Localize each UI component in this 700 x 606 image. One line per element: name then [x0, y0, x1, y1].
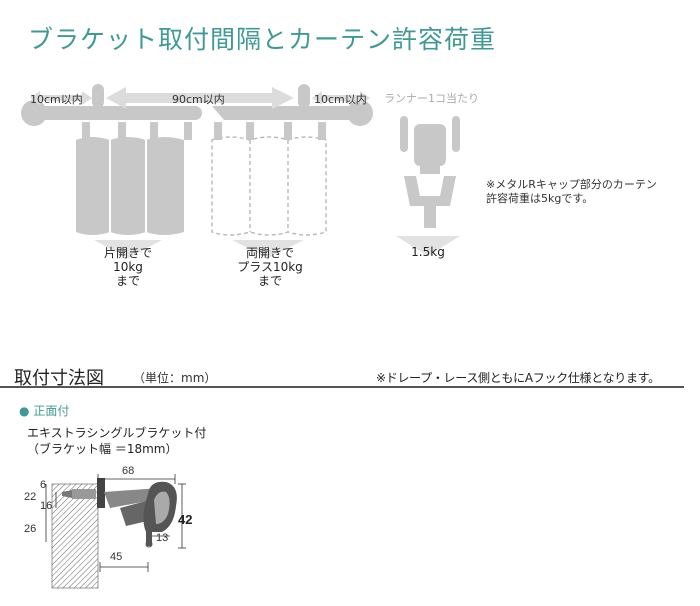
section-divider	[0, 386, 684, 388]
bracket-name: エキストラシングルブラケット付 （ブラケット幅 ＝18mm）	[27, 426, 207, 456]
load-arrow-two-side	[232, 240, 304, 258]
dim-16: 16	[40, 500, 52, 512]
gap-arrow-right	[312, 91, 370, 105]
bracket-post-right	[298, 84, 310, 108]
mount-type: ● 正面付	[19, 404, 70, 418]
runner-label: ランナー1コ当たり	[384, 92, 479, 105]
page-title: ブラケット取付間隔とカーテン許容荷重	[28, 25, 497, 54]
two-side-caption: 両開きで プラス10kg まで	[237, 246, 303, 288]
rail-left-end-cap	[21, 100, 47, 126]
end-gap-right-label: 10cm以内	[314, 93, 367, 106]
middle-gap-label: 90cm以内	[172, 93, 225, 106]
dim-22: 22	[24, 491, 36, 503]
cap-note: ※メタルRキャップ部分のカーテン 許容荷重は5kgです。	[486, 178, 657, 205]
rail-left	[30, 106, 202, 120]
dim-45: 45	[110, 551, 122, 563]
hook-note: ※ドレープ・レース側ともにAフック仕様となります。	[376, 371, 660, 385]
load-arrow-one-side	[94, 240, 162, 258]
hook	[146, 532, 152, 546]
rail-right	[212, 106, 360, 120]
end-gap-left-label: 10cm以内	[30, 93, 83, 106]
runner-load-label: 1.5kg	[411, 245, 445, 259]
bracket-base	[97, 478, 105, 508]
one-side-caption: 片開きで 10kg まで	[103, 246, 152, 288]
dim-6: 6	[40, 479, 46, 491]
unit-label: （単位：mm）	[133, 371, 217, 385]
dim-13: 13	[156, 532, 168, 544]
screw	[62, 490, 72, 498]
load-arrow-runner	[396, 236, 460, 256]
curtain-one-side	[76, 122, 192, 235]
wall	[51, 483, 99, 589]
rail-right-end-cap	[347, 100, 373, 126]
dim-68: 68	[122, 465, 134, 477]
rail-diagram	[21, 84, 460, 258]
dim-42: 42	[178, 512, 192, 527]
dim-26: 26	[24, 523, 36, 535]
section-title: 取付寸法図	[14, 368, 104, 389]
gap-arrow-left	[30, 91, 92, 105]
runner-illustration	[400, 116, 460, 228]
gap-arrow-middle	[106, 87, 294, 109]
bullet-icon: ●	[19, 404, 30, 418]
bracket-post-left	[92, 84, 104, 108]
